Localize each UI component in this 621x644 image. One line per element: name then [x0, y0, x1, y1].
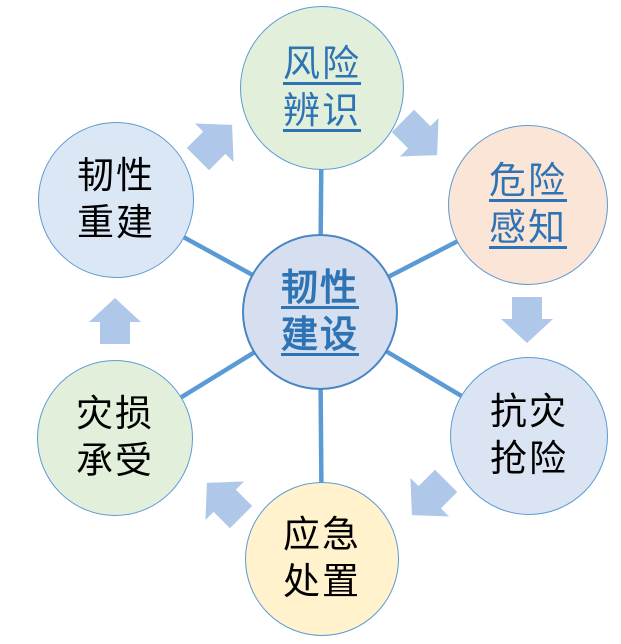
node-damage-bearing-label: 灾损 承受	[76, 393, 154, 482]
node-hazard-perception: 危险 感知	[448, 125, 608, 285]
arrow-lower-right-to-bottom	[392, 461, 466, 535]
node-risk-identification-label[interactable]: 风险 辨识	[283, 43, 361, 132]
node-damage-bearing: 灾损 承受	[37, 360, 193, 516]
node-resilience-building: 韧性 建设	[242, 234, 398, 390]
arrow-upper-right-to-lower-right	[501, 297, 553, 343]
arrow-upper-left-to-top	[178, 105, 252, 179]
node-resilience-building-label[interactable]: 韧性 建设	[281, 267, 359, 356]
node-resilience-rebuilding-label: 韧性 重建	[77, 155, 155, 244]
arrow-bottom-to-lower-left	[187, 463, 261, 537]
node-risk-identification: 风险 辨识	[240, 6, 404, 170]
node-hazard-perception-label[interactable]: 危险 感知	[489, 160, 567, 249]
node-emergency-response-label: 应急 处置	[283, 514, 361, 603]
node-disaster-rescue: 抗灾 抢险	[450, 357, 608, 515]
node-emergency-response: 应急 处置	[245, 482, 399, 636]
arrow-lower-left-to-upper-left	[89, 298, 141, 344]
node-disaster-rescue-label: 抗灾 抢险	[490, 391, 568, 480]
node-resilience-rebuilding: 韧性 重建	[38, 122, 194, 278]
